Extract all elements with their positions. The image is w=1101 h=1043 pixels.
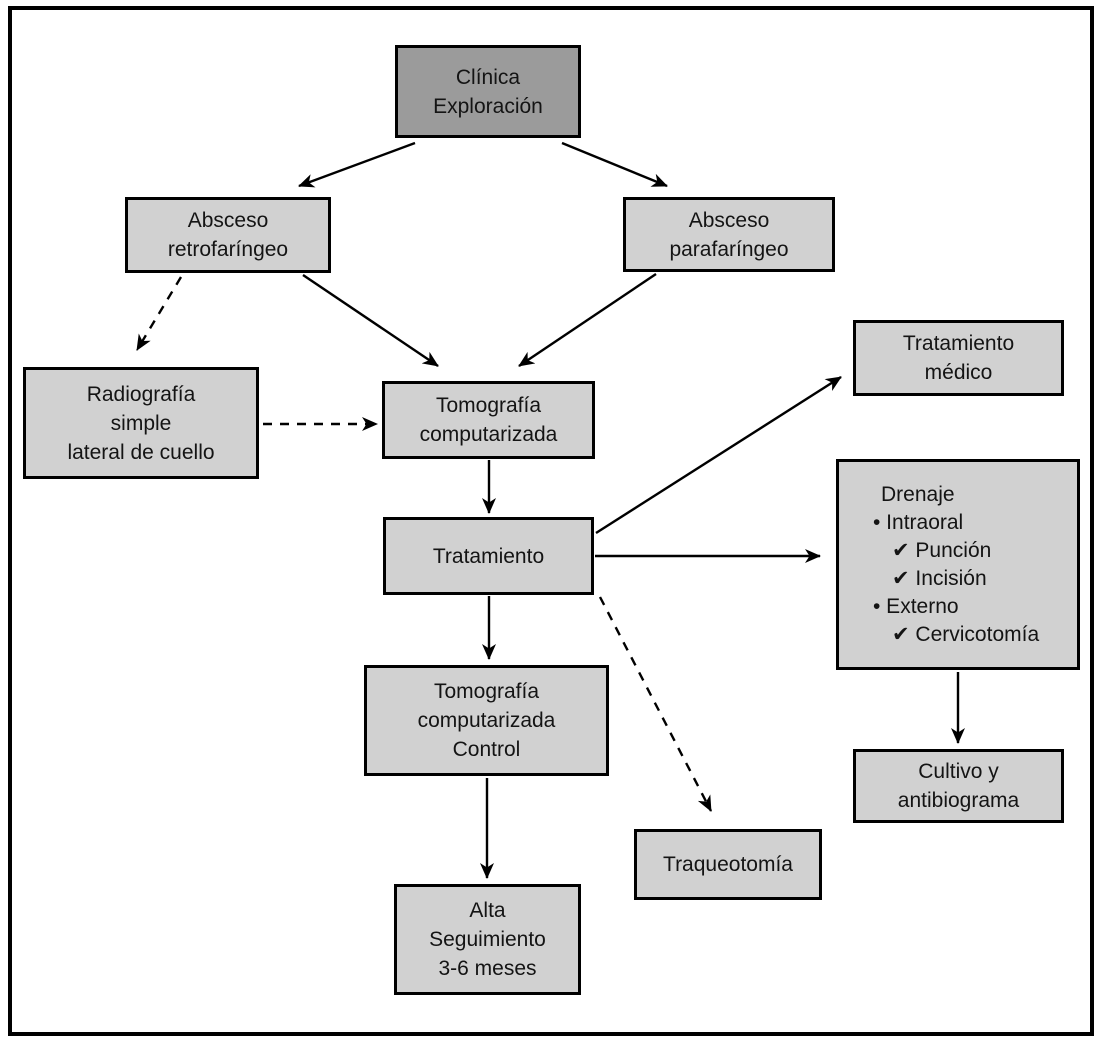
node-label-line: Absceso bbox=[688, 208, 770, 232]
node-absceso-parafaringeo: Absceso parafaríngeo bbox=[623, 197, 835, 272]
node-label-line: retrofaríngeo bbox=[167, 238, 289, 261]
node-clinica-exploracion: Clínica Exploración bbox=[395, 45, 581, 138]
node-label-line: Tratamiento bbox=[902, 332, 1015, 355]
node-label-line: médico bbox=[924, 361, 993, 384]
node-drenaje: Drenaje • Intraoral ✔ Punción ✔ Incisión… bbox=[836, 459, 1080, 670]
node-label-line: computarizada bbox=[419, 423, 558, 446]
node-label-line: antibiograma bbox=[897, 789, 1020, 812]
node-label-line: Clínica bbox=[455, 65, 521, 89]
node-label-line: lateral de cuello bbox=[67, 440, 215, 464]
node-label-line: Absceso bbox=[187, 209, 269, 232]
node-label-line: Control bbox=[452, 738, 521, 761]
node-label-line: 3-6 meses bbox=[438, 957, 537, 980]
diagram-frame bbox=[8, 6, 1094, 1036]
node-label-line: Tomografía bbox=[435, 394, 542, 417]
node-label-line: Tratamiento bbox=[432, 544, 545, 568]
node-label-line: Traqueotomía bbox=[663, 853, 793, 876]
node-tratamiento-medico: Tratamiento médico bbox=[853, 320, 1064, 396]
node-label-line: Alta bbox=[469, 899, 506, 922]
node-label-line: Cultivo y bbox=[918, 760, 999, 783]
node-label-line: simple bbox=[110, 411, 172, 435]
node-label-line: • Externo bbox=[873, 594, 959, 618]
node-label-line: ✔ Cervicotomía bbox=[892, 622, 1040, 646]
node-label-line: ✔ Punción bbox=[892, 538, 992, 562]
node-label-line: • Intraoral bbox=[873, 510, 964, 534]
node-label-line: ✔ Incisión bbox=[892, 566, 987, 590]
node-label-line: Drenaje bbox=[881, 482, 955, 506]
node-radiografia-simple-lateral-cuello: Radiografía simple lateral de cuello bbox=[23, 367, 259, 479]
node-tomografia-computarizada-control: Tomografía computarizada Control bbox=[364, 665, 609, 776]
node-label-line: Exploración bbox=[433, 94, 543, 118]
node-label-line: Seguimiento bbox=[429, 928, 546, 951]
node-absceso-retrofaringeo: Absceso retrofaríngeo bbox=[125, 197, 331, 273]
node-tomografia-computarizada: Tomografía computarizada bbox=[382, 381, 595, 459]
node-label-line: parafaríngeo bbox=[669, 237, 789, 261]
node-label-line: Tomografía bbox=[433, 680, 540, 703]
node-alta-seguimiento: Alta Seguimiento 3-6 meses bbox=[394, 884, 581, 995]
node-label-line: computarizada bbox=[417, 709, 556, 732]
node-label-line: Radiografía bbox=[86, 382, 196, 406]
node-tratamiento: Tratamiento bbox=[383, 517, 594, 595]
node-cultivo-antibiograma: Cultivo y antibiograma bbox=[853, 749, 1064, 823]
node-traqueotomia: Traqueotomía bbox=[634, 829, 822, 900]
